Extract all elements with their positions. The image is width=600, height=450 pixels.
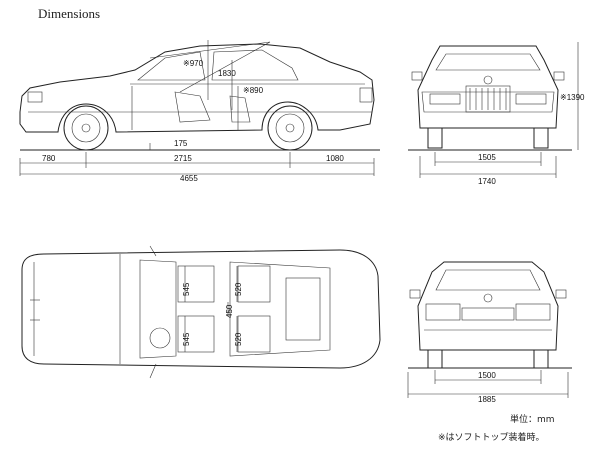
dim-mirror-width: 1885	[478, 395, 496, 404]
dim-ground-clearance: 175	[174, 139, 188, 148]
dim-seat-rear-upper: 520	[234, 282, 243, 296]
dim-roof-right: ※890	[243, 86, 264, 95]
side-view-dimensions	[19, 40, 375, 176]
dim-height: ※1390	[560, 93, 585, 102]
side-view-car	[19, 43, 380, 151]
rear-view-dimensions	[407, 370, 569, 398]
dim-wheelbase: 2715	[174, 154, 192, 163]
front-view-car	[408, 45, 572, 151]
dim-rear-overhang: 1080	[326, 154, 344, 163]
top-view-dimensions	[184, 266, 238, 352]
rear-view-car	[408, 261, 572, 369]
page-title: Dimensions	[38, 6, 101, 21]
dim-center-gap: 450	[225, 304, 234, 318]
dim-overall-width: 1740	[478, 177, 496, 186]
dim-seat-front-upper: 545	[182, 282, 191, 296]
dim-front-track: 1505	[478, 153, 496, 162]
unit-label: 単位：mm	[510, 415, 555, 425]
dim-seat-rear-lower: 520	[234, 332, 243, 346]
dim-rear-track: 1500	[478, 371, 496, 380]
softtop-note: ※はソフトトップ装着時。	[438, 433, 545, 443]
dim-roof-mid: 1830	[218, 69, 236, 78]
front-view-dimensions	[419, 42, 579, 178]
top-view-car	[21, 245, 381, 379]
dim-roof-left: ※970	[183, 59, 204, 68]
dim-front-overhang: 780	[42, 154, 56, 163]
dim-seat-front-lower: 545	[182, 332, 191, 346]
dim-overall-length: 4655	[180, 174, 198, 183]
